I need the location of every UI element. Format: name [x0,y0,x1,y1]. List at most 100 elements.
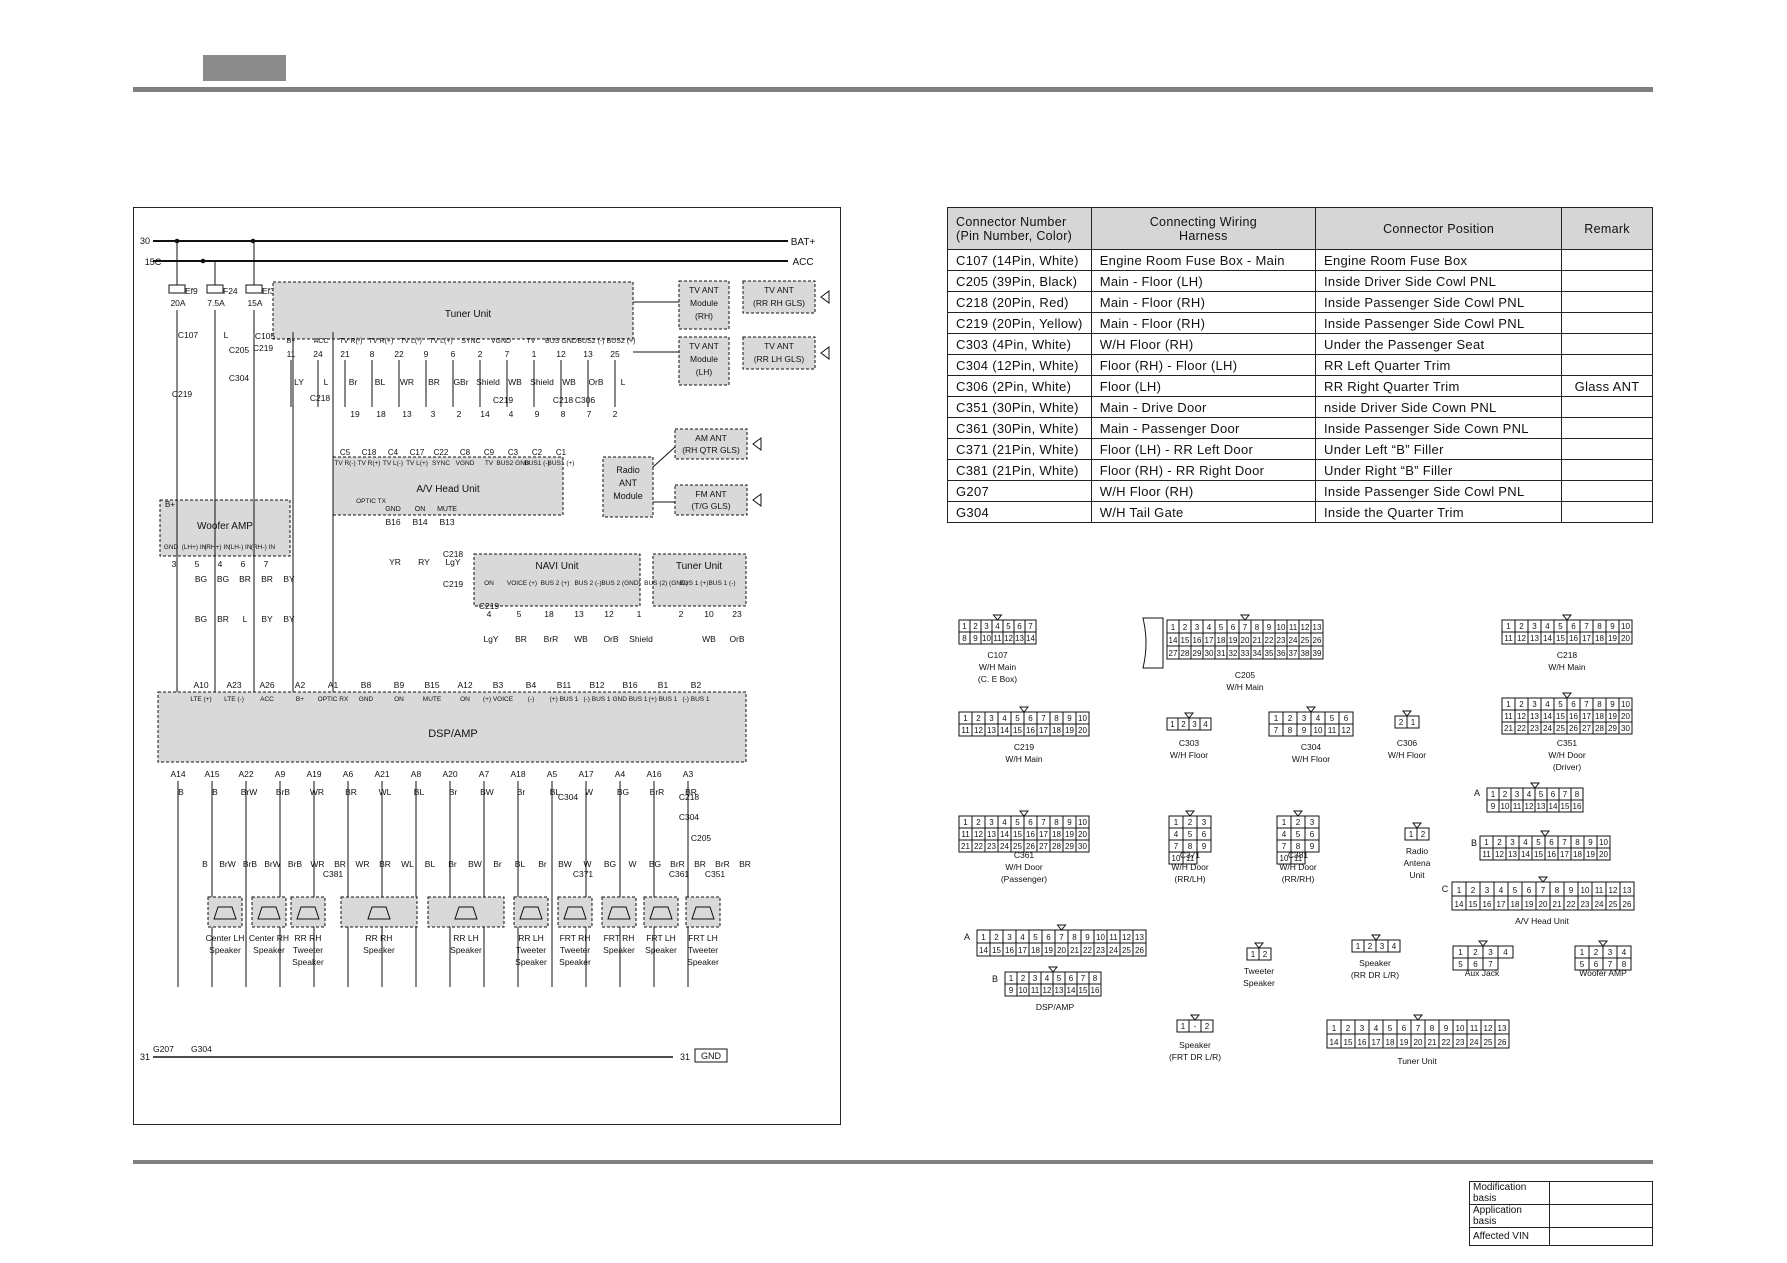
pin-number: 8 [1622,960,1627,969]
pin-number: 16 [1573,802,1582,811]
key-mark [1537,876,1549,883]
pin-number: 21 [1070,946,1079,955]
pin-number: 19 [1608,634,1617,643]
navi-pin-label: VOICE (+) [507,580,537,587]
pin-number: 2 [1288,714,1293,723]
pin-number: 15 [1561,802,1570,811]
pin-number: 13 [1313,623,1322,632]
pin-number: 26 [1498,1038,1507,1047]
dsp-top-pin-number: B9 [394,680,405,690]
navi-wire-color: BrR [544,634,559,644]
woofer-wire-color: BG [217,574,229,584]
table-cell [1561,270,1653,292]
pin-number: 5 [1296,830,1301,839]
woofer-wire-color: BG [195,574,207,584]
pin-number: 11 [1031,986,1040,995]
pin-number: 7 [1282,842,1287,851]
pin-number: 29 [1193,649,1202,658]
pin-number: 7 [1608,960,1613,969]
pin-number: 3 [1033,974,1038,983]
speaker-rr-label: Speaker [1359,958,1391,968]
junction-dot [200,258,206,264]
speaker-name: FRT LH [646,933,675,943]
pin-number: 3 [989,818,994,827]
c303-label: C303 [1179,738,1200,748]
tuner-pin-label: BUS2 (+) [607,338,636,345]
modification-key: Affected VIN [1469,1227,1550,1246]
tuner-pin-number: 1 [532,349,537,359]
pin-number: 13 [1015,634,1024,643]
pin-number: 11 [961,726,970,735]
pin-number: 9 [1009,986,1014,995]
pin-number: 12 [974,830,983,839]
pin-number: 2 [976,714,981,723]
table-cell: Engine Room Fuse Box [1314,249,1563,271]
pin-number: 18 [1573,850,1582,859]
pin-number: 21 [1553,900,1562,909]
c218-pin: 7 [587,409,592,419]
speaker-wire-color: BR [334,859,346,869]
key-mark [1411,822,1423,829]
c218-pin: 9 [535,409,540,419]
pin-number: 11 [1513,802,1522,811]
speaker-wire-color: W [583,859,591,869]
pin-number: 18 [1595,712,1604,721]
pin-number: 19 [1229,636,1238,645]
key-mark [1183,712,1195,719]
pin-number: 21 [1504,724,1513,733]
c381-label: C381 [1288,850,1309,860]
tv-ant-glass-label: (RR LH GLS) [754,354,805,364]
pin-number: 20 [1414,1038,1423,1047]
connector-label: C351 [705,869,726,879]
pin-number: 6 [1202,830,1207,839]
speaker-name: Speaker [253,945,285,955]
table-cell: C205 (39Pin, Black) [947,270,1092,292]
pin-number: 8 [1054,818,1059,827]
fuse-name: F24 [223,286,238,296]
woofer-amp-label: Woofer AMP [197,521,253,532]
pin-number: 17 [1582,634,1591,643]
tuner-pin-label: SYNC [461,338,480,345]
pin-number: 24 [1289,636,1298,645]
connector-table-header: Connector Number(Pin Number, Color)Conne… [947,207,1653,250]
pin-number: 14 [1026,634,1035,643]
speaker-icon [367,906,391,920]
pin-number: 28 [1181,649,1190,658]
tuner-pin-number: 2 [478,349,483,359]
pin-number: 7 [1416,1024,1421,1033]
tuner-wire-color: L [324,377,329,387]
pin-number: 8 [1575,838,1580,847]
pin-number: 10 [1456,1024,1465,1033]
pin-number: 22 [1083,946,1092,955]
speaker-name: RR LH [518,933,544,943]
c371-label: (RR/LH) [1174,874,1205,884]
pin-number: 2 [1183,623,1188,632]
pin-number: 16 [1483,900,1492,909]
speaker-name: Speaker [645,945,677,955]
dsp-bottom-wire-color: W [585,787,593,797]
navi-wire-color: BR [515,634,527,644]
dsp-top-pin-label: (-) [528,696,535,703]
pin-number: 34 [1253,649,1262,658]
pin-number: 8 [1296,842,1301,851]
speaker-wire-color: W [628,859,636,869]
c218-pin: 2 [613,409,618,419]
pin-cell [1497,945,1514,959]
pin-number: 14 [1169,636,1178,645]
table-cell [1561,459,1653,481]
pin-number: 2 [1503,790,1508,799]
pin-number: 13 [1623,886,1632,895]
pin-number: 15 [1013,726,1022,735]
key-mark [1305,706,1317,713]
head-b-pin-number: B14 [412,517,427,527]
pin-number: 11 [993,634,1002,643]
tv-ant-module-label: TV ANT [689,285,719,295]
pin-number: 9 [1302,726,1307,735]
c219-label: W/H Main [1005,754,1043,764]
pin-number: 13 [1135,933,1144,942]
pin-number: 16 [1193,636,1202,645]
connector-label: C205 [691,833,712,843]
head-pin-label: VGND [456,460,475,467]
